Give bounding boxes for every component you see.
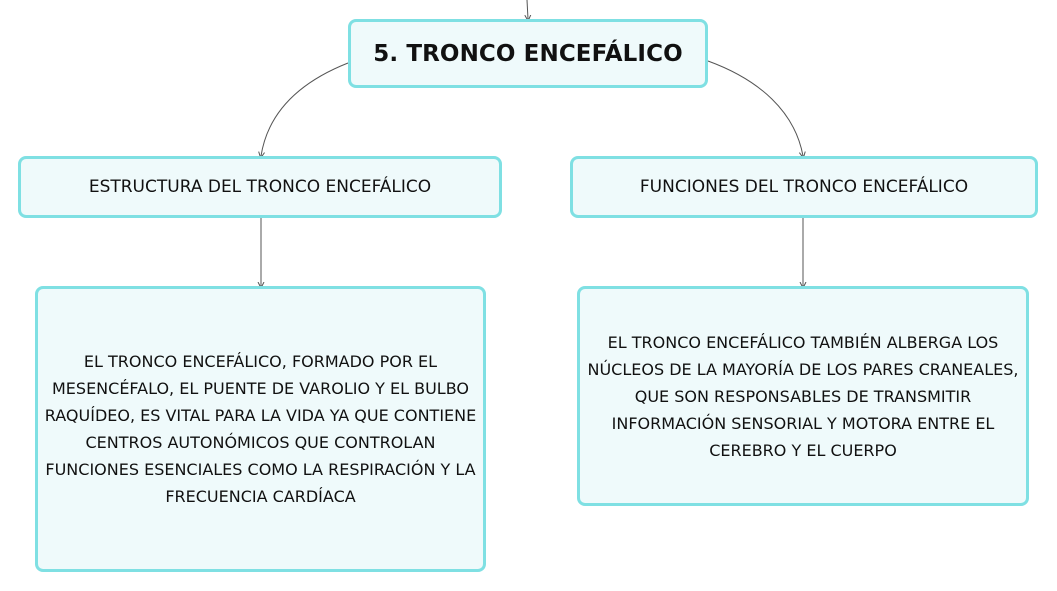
root-topic-node[interactable]: 5. TRONCO ENCEFÁLICO: [348, 19, 708, 88]
connector-root-to-funciones: [707, 60, 803, 156]
topic-node-funciones[interactable]: FUNCIONES DEL TRONCO ENCEFÁLICO: [570, 156, 1038, 218]
detail-node-funciones[interactable]: EL TRONCO ENCEFÁLICO TAMBIÉN ALBERGA LOS…: [577, 286, 1029, 506]
topic-label-funciones: FUNCIONES DEL TRONCO ENCEFÁLICO: [639, 177, 969, 197]
connector-incoming-root: [527, 0, 528, 19]
connector-root-to-estructura: [261, 62, 349, 156]
detail-text-funciones: EL TRONCO ENCEFÁLICO TAMBIÉN ALBERGA LOS…: [587, 332, 1019, 460]
topic-node-estructura[interactable]: ESTRUCTURA DEL TRONCO ENCEFÁLICO: [18, 156, 502, 218]
root-topic-label: 5. TRONCO ENCEFÁLICO: [373, 40, 683, 67]
detail-text-estructura: EL TRONCO ENCEFÁLICO, FORMADO POR EL MES…: [44, 352, 477, 506]
detail-node-estructura[interactable]: EL TRONCO ENCEFÁLICO, FORMADO POR EL MES…: [35, 286, 486, 572]
topic-label-estructura: ESTRUCTURA DEL TRONCO ENCEFÁLICO: [88, 177, 432, 197]
